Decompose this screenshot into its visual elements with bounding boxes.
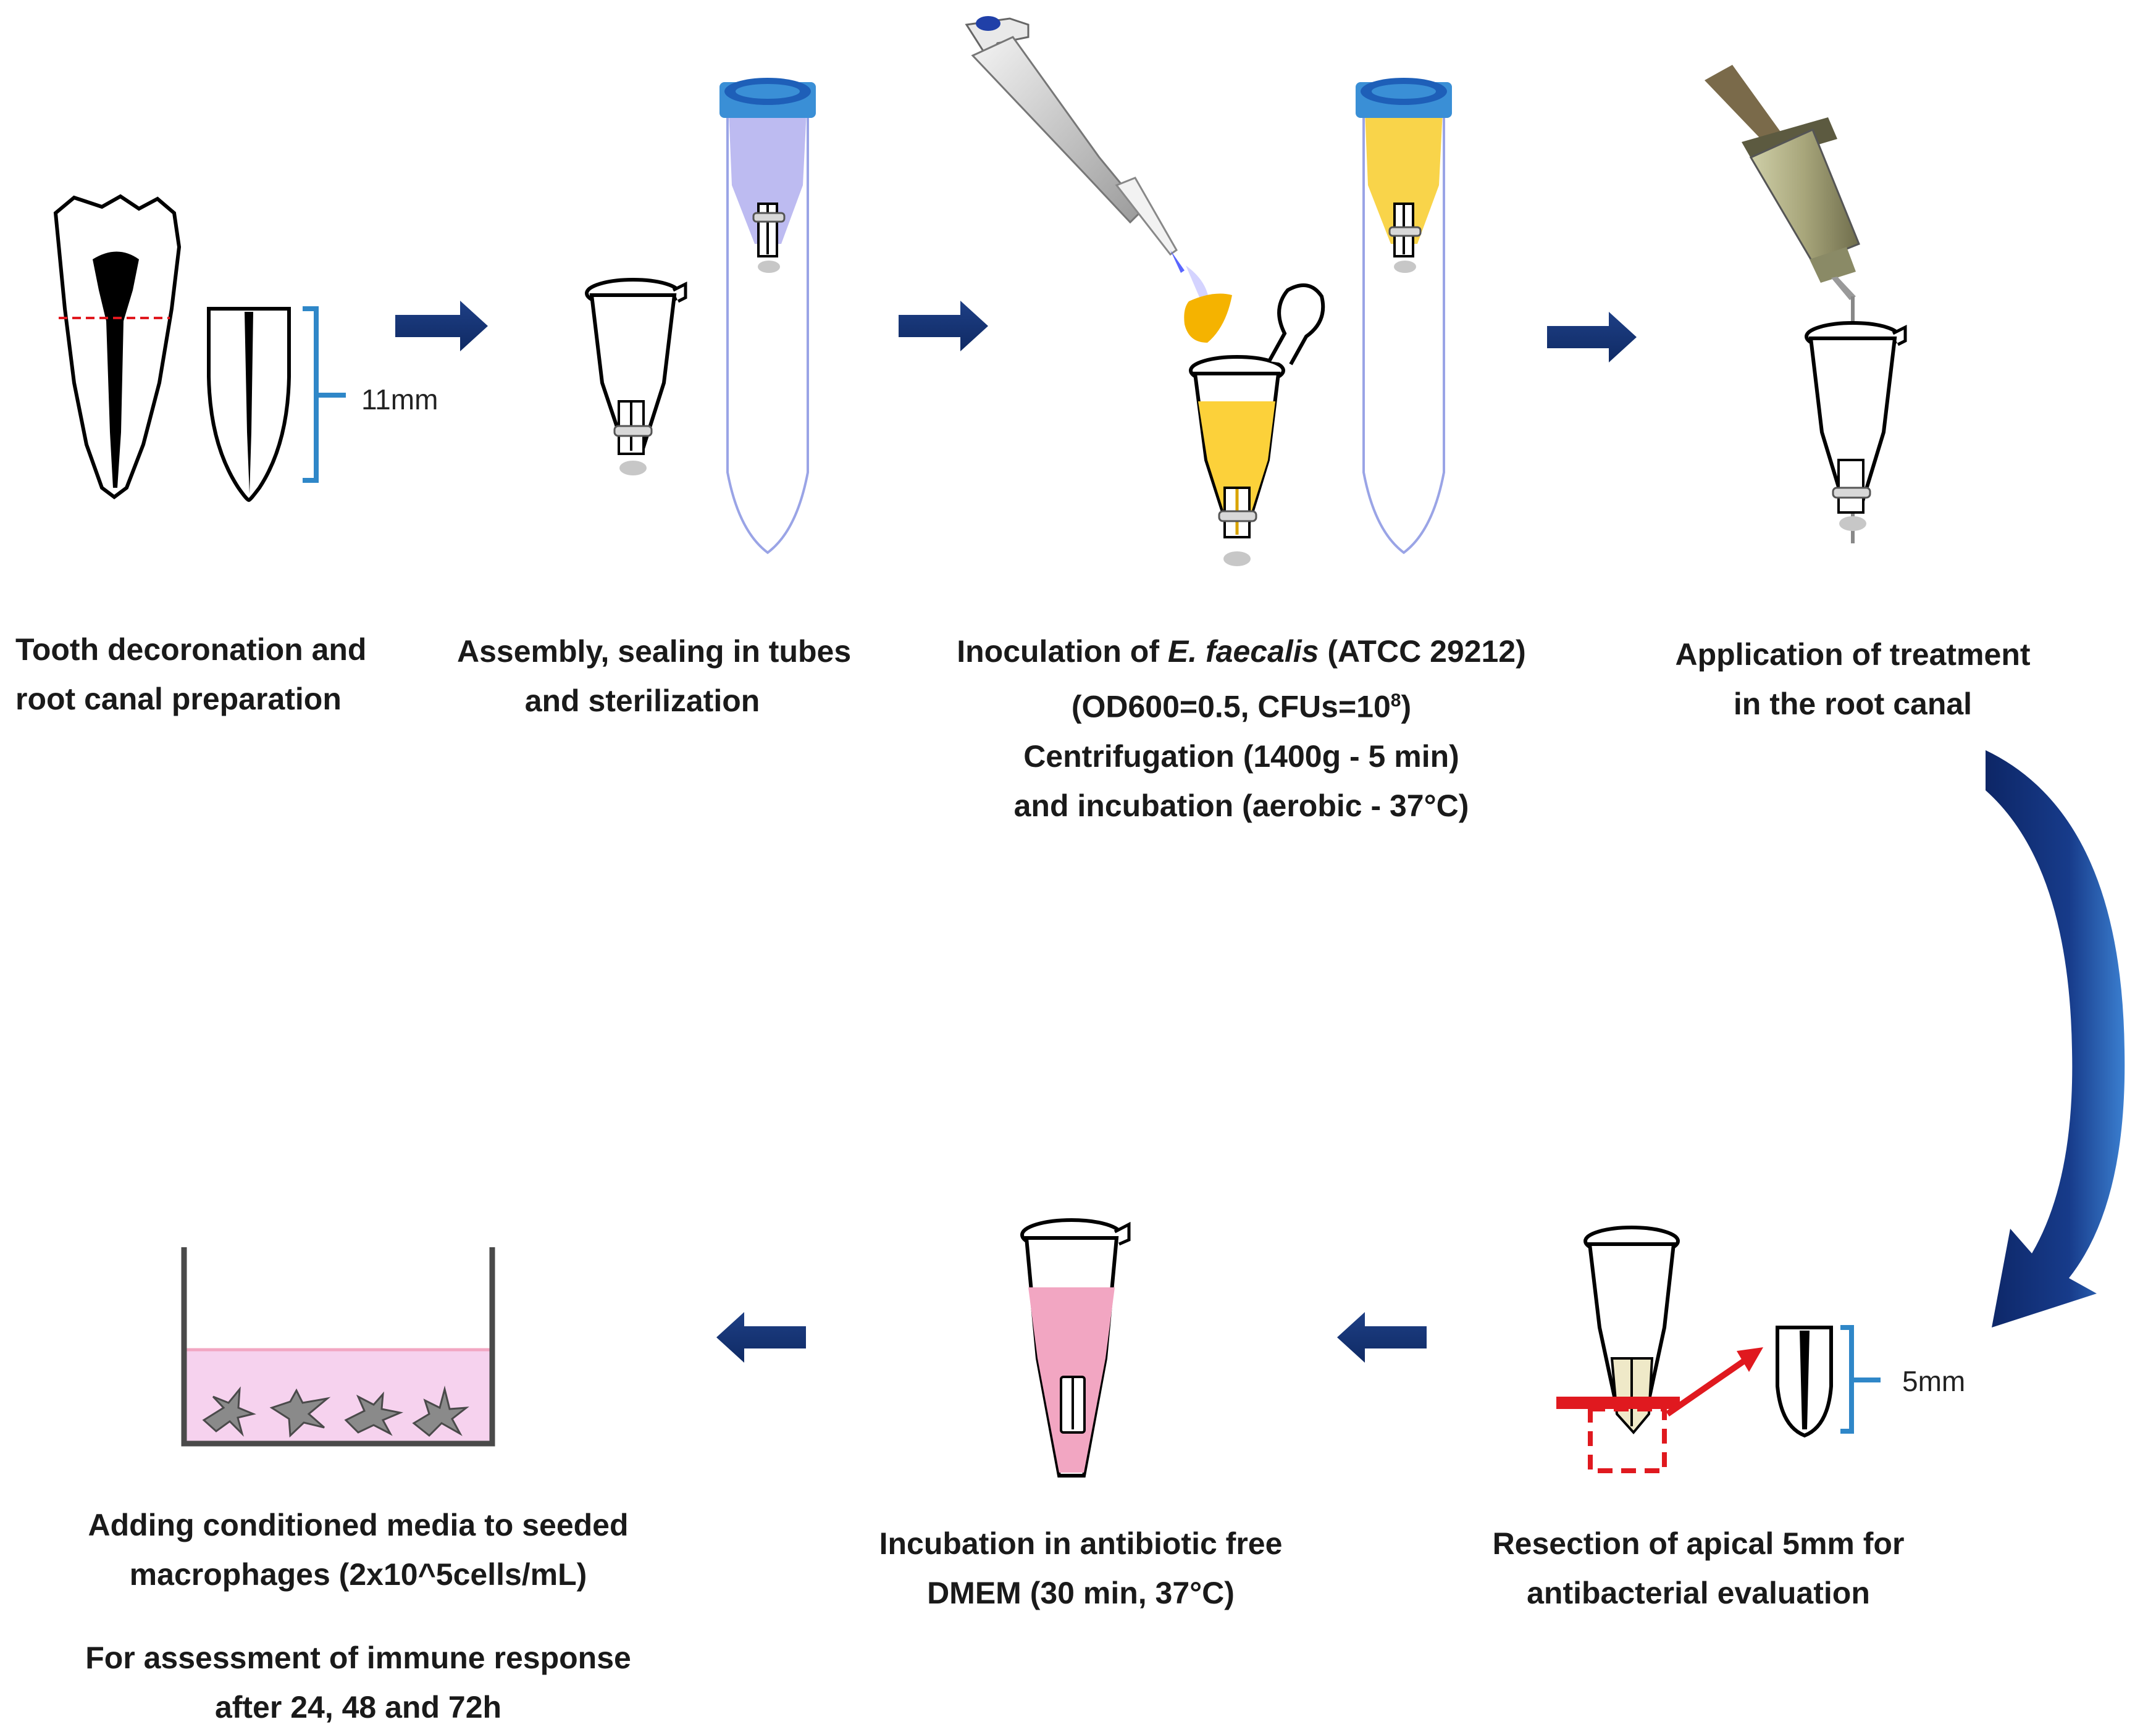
pipette-icon	[965, 16, 1209, 306]
exponent: 8	[1390, 690, 1401, 711]
flow-arrow-icon	[1547, 312, 1637, 362]
caption-line: Incubation in antibiotic free	[879, 1526, 1283, 1561]
falcon-tube-icon	[1356, 78, 1452, 554]
caption-inoculation: Inoculation of E. faecalis (ATCC 29212) …	[914, 627, 1569, 830]
caption-text: (ATCC 29212)	[1319, 634, 1526, 669]
caption-line: Tooth decoronation and	[15, 632, 367, 667]
caption-conditioned: Adding conditioned media to seeded macro…	[25, 1500, 692, 1732]
caption-line: macrophages (2x10^5cells/mL)	[129, 1557, 587, 1592]
caption-text: Inoculation of	[957, 634, 1168, 669]
caption-line: For assessment of immune response	[85, 1641, 631, 1675]
macrophage-icon	[202, 1386, 256, 1437]
caption-treatment: Application of treatment in the root can…	[1630, 630, 2075, 729]
falcon-tube-icon	[719, 78, 816, 554]
caption-line: in the root canal	[1733, 687, 1973, 721]
flow-arrow-icon	[899, 301, 988, 351]
caption-text: )	[1401, 689, 1412, 724]
caption-line: (OD600=0.5, CFUs=108)	[914, 676, 1569, 732]
caption-line: Resection of apical 5mm for	[1492, 1526, 1905, 1561]
caption-incubation: Incubation in antibiotic free DMEM (30 m…	[858, 1519, 1303, 1618]
apical-length-bracket	[1840, 1325, 1881, 1434]
caption-line: and incubation (aerobic - 37°C)	[1013, 788, 1469, 823]
root-length-bracket	[303, 306, 346, 483]
caption-line: Adding conditioned media to seeded	[88, 1508, 629, 1542]
caption-line: Assembly, sealing in tubes	[457, 634, 852, 669]
caption-resection: Resection of apical 5mm for antibacteria…	[1458, 1519, 1939, 1618]
caption-text: (OD600=0.5, CFUs=10	[1071, 689, 1391, 724]
root-length-label: 11mm	[361, 383, 438, 416]
root-icon	[207, 307, 291, 503]
cut-marker	[1556, 1347, 1763, 1473]
macrophage-icon	[269, 1388, 331, 1438]
macrophage-icon	[412, 1386, 469, 1437]
syringe-icon	[1705, 65, 1860, 543]
root-icon	[1776, 1326, 1833, 1438]
flow-arrow-icon	[716, 1312, 806, 1363]
species-name: E. faecalis	[1167, 634, 1319, 669]
caption-line: antibacterial evaluation	[1527, 1576, 1870, 1610]
caption-spacer	[25, 1599, 692, 1633]
caption-line: Application of treatment	[1675, 637, 2031, 672]
caption-line: and sterilization	[524, 684, 760, 718]
eppendorf-tube-icon	[1020, 1218, 1131, 1478]
bacteria-droplet-icon	[1184, 293, 1232, 343]
eppendorf-tube-icon	[1189, 283, 1325, 566]
caption-assembly: Assembly, sealing in tubes and steriliza…	[457, 627, 852, 725]
apical-length-label: 5mm	[1902, 1365, 1966, 1397]
flow-arrow-icon	[395, 301, 488, 351]
caption-line: DMEM (30 min, 37°C)	[927, 1576, 1235, 1610]
eppendorf-tube-icon	[1805, 321, 1907, 531]
macrophage-icon	[344, 1391, 404, 1436]
eppendorf-tube-icon	[1583, 1226, 1680, 1435]
caption-decoronation: Tooth decoronation and root canal prepar…	[15, 625, 366, 724]
flow-arrow-icon	[1337, 1312, 1427, 1363]
caption-line: Centrifugation (1400g - 5 min)	[1023, 738, 1459, 774]
caption-line: root canal preparation	[15, 682, 342, 716]
caption-line: Inoculation of E. faecalis (ATCC 29212)	[914, 627, 1569, 676]
caption-line: after 24, 48 and 72h	[214, 1690, 502, 1725]
eppendorf-tube-icon	[585, 278, 687, 475]
tooth-icon	[53, 194, 182, 500]
curved-arrow-icon	[1986, 750, 2125, 1327]
